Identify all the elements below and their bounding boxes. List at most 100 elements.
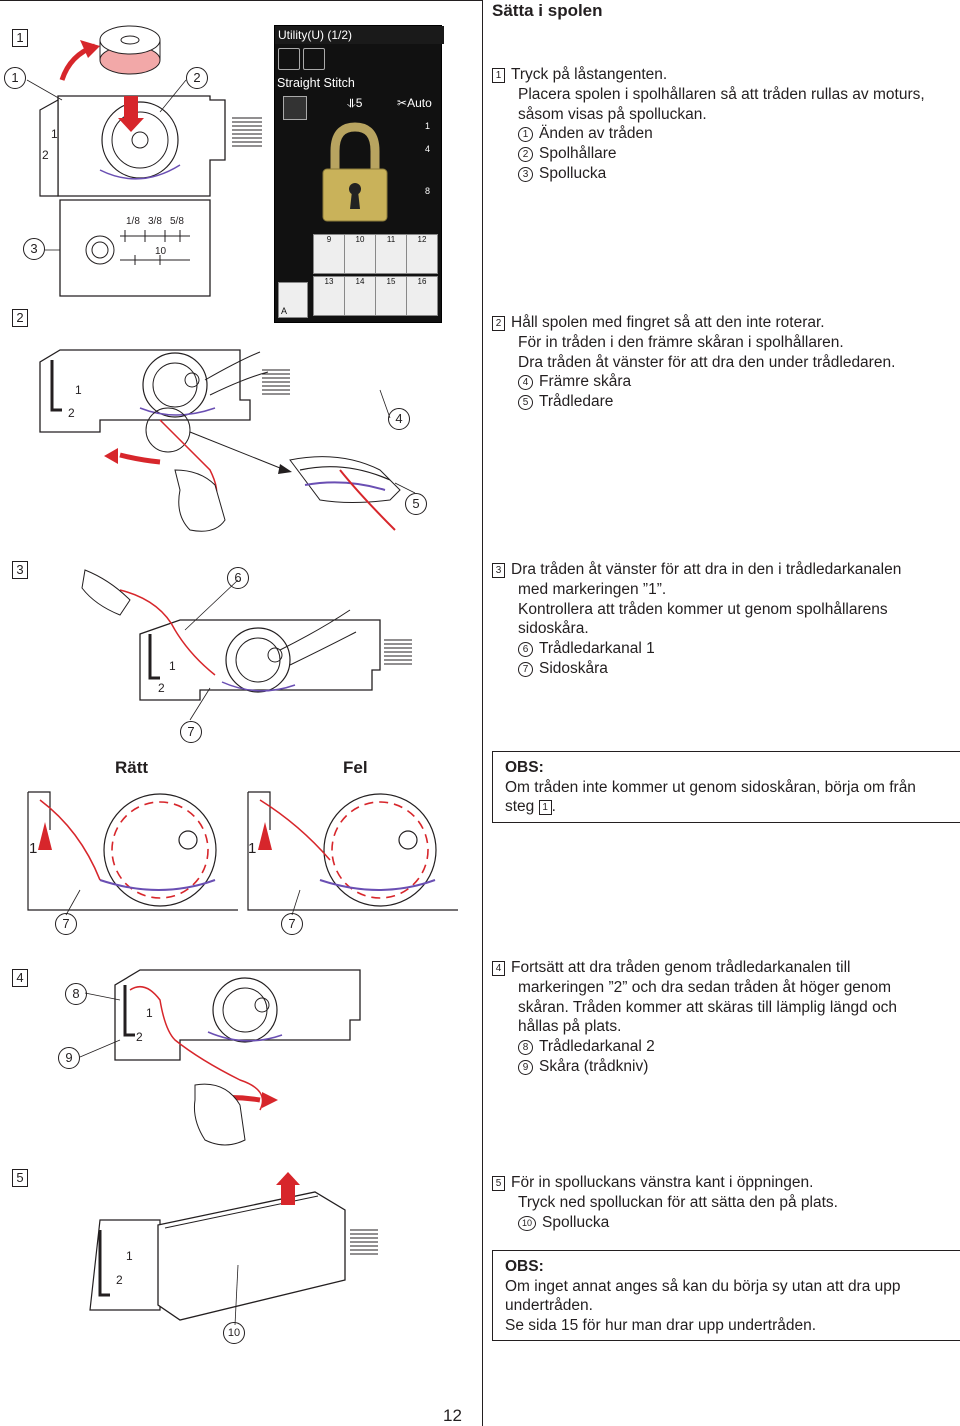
marker-1: 1 xyxy=(29,840,38,857)
note-text: Se sida 15 för hur man drar upp undertrå… xyxy=(505,1316,817,1334)
callout-number: 10 xyxy=(223,1322,245,1344)
step4-line2: markeringen ”2” och dra sedan tråden åt … xyxy=(518,978,892,996)
stitch-length-value: 5 xyxy=(355,96,363,110)
stitch-button[interactable]: 16 xyxy=(406,276,438,316)
stitch-mode-button[interactable] xyxy=(278,48,300,70)
threading-illustrations xyxy=(27,569,458,1326)
needle-mode-button[interactable] xyxy=(303,48,325,70)
stitch-button[interactable]: 12 xyxy=(406,234,438,274)
item-number: 6 xyxy=(518,642,533,658)
note-box: OBS: Om inget annat anges så kan du börj… xyxy=(492,1250,960,1341)
note-text: Om tråden inte kommer ut genom sidoskåra… xyxy=(505,778,916,796)
step4-line3: skåran. Tråden kommer att skäras till lä… xyxy=(518,998,898,1016)
step2-marker: 2 xyxy=(12,309,28,327)
step1-line2: Placera spolen i spolhållaren så att trå… xyxy=(518,85,925,103)
callout-number: 7 xyxy=(281,913,303,935)
step5-line1: För in spolluckans vänstra kant i öppnin… xyxy=(511,1174,814,1191)
marker-1: 1 xyxy=(126,1249,133,1263)
step-marker: 2 xyxy=(492,316,505,331)
stitch-icon xyxy=(283,96,307,120)
note-text: steg xyxy=(505,798,539,815)
callout-number: 6 xyxy=(227,567,249,589)
marker-1: 1 xyxy=(146,1006,153,1020)
marker-1: 1 xyxy=(75,383,82,397)
item-label: Spollucka xyxy=(542,1213,610,1231)
step5-line2: Tryck ned spolluckan för att sätta den p… xyxy=(518,1193,838,1211)
stitch-button[interactable]: 10 xyxy=(344,234,376,274)
step-marker: 3 xyxy=(492,563,505,578)
item-number: 9 xyxy=(518,1059,533,1075)
step-ref: 1 xyxy=(538,800,552,815)
step-marker: 5 xyxy=(492,1176,505,1191)
marker-1: 1 xyxy=(51,127,58,141)
stitch-button[interactable]: 11 xyxy=(375,234,407,274)
step3-line1: Dra tråden åt vänster för att dra in den… xyxy=(511,561,902,578)
marker-1: 1 xyxy=(248,840,257,857)
callout-number: 4 xyxy=(388,408,410,430)
stitch-name: Straight Stitch xyxy=(277,76,355,90)
stitch-button[interactable]: 15 xyxy=(375,276,407,316)
step4-marker: 4 xyxy=(12,969,28,987)
padlock-icon xyxy=(322,122,388,222)
stitch-button[interactable]: 14 xyxy=(344,276,376,316)
side-number: 4 xyxy=(425,144,431,154)
side-number: 1 xyxy=(425,121,431,131)
note-box: OBS: Om tråden inte kommer ut genom sido… xyxy=(492,751,960,823)
stitch-button[interactable]: 13 xyxy=(313,276,345,316)
step1-line1: Tryck på låstangenten. xyxy=(511,66,668,83)
callout-number: 7 xyxy=(55,913,77,935)
item-number: 3 xyxy=(518,166,533,182)
marker-2: 2 xyxy=(116,1273,123,1287)
step4-line4: hållas på plats. xyxy=(518,1018,622,1036)
step1-marker: 1 xyxy=(12,29,28,47)
marker-2: 2 xyxy=(136,1030,143,1044)
thread-cut-icon: ✂ xyxy=(397,96,408,110)
scale-label: 1/8 xyxy=(126,216,140,227)
note-text: . xyxy=(551,798,556,815)
item-label: Främre skåra xyxy=(539,373,632,391)
page-number: 12 xyxy=(443,1406,462,1425)
marker-2: 2 xyxy=(42,148,49,162)
item-label: Trådledarkanal 2 xyxy=(539,1038,655,1056)
item-label: Änden av tråden xyxy=(539,125,653,143)
marker-2: 2 xyxy=(68,406,75,420)
step3-text: 3 Dra tråden åt vänster för att dra in de… xyxy=(492,560,952,679)
lcd-screen: Utility(U) (1/2) Straight Stitch ⥥5 ✂Aut… xyxy=(274,25,444,323)
page-title: Sätta i spolen xyxy=(492,1,603,20)
lcd-header: Utility(U) (1/2) xyxy=(275,26,444,44)
presser-icon: ⥥ xyxy=(347,96,356,110)
callout-number: 7 xyxy=(180,721,202,743)
step1-line3: såsom visas på spolluckan. xyxy=(518,105,707,123)
wrong-label: Fel xyxy=(343,758,368,777)
callout-number: 1 xyxy=(4,67,26,89)
item-number: 1 xyxy=(518,127,533,143)
scale-label: 5/8 xyxy=(170,216,184,227)
stitch-button[interactable]: 9 xyxy=(313,234,345,274)
step2-line3: Dra tråden åt vänster för att dra den un… xyxy=(518,353,896,371)
item-number: 8 xyxy=(518,1040,533,1056)
item-number: 7 xyxy=(518,661,533,677)
correct-label: Rätt xyxy=(115,758,149,777)
step1-text: 1 Tryck på låstangenten. Placera spolen i… xyxy=(492,65,952,184)
stitch-grid: 9 10 11 12 13 14 15 16 xyxy=(313,234,438,318)
stitch-length: ⥥5 xyxy=(347,96,362,111)
presser-foot-button[interactable]: A xyxy=(278,282,308,318)
step3-line3: Kontrollera att tråden kommer ut genom s… xyxy=(518,600,888,618)
callout-number: 2 xyxy=(186,67,208,89)
note-text: undertråden. xyxy=(505,1297,593,1314)
side-number: 8 xyxy=(425,186,431,196)
step3-line2: med markeringen ”1”. xyxy=(518,580,667,598)
item-label: Trådledare xyxy=(539,393,614,411)
step5-text: 5 För in spolluckans vänstra kant i öppni… xyxy=(492,1173,952,1232)
foot-label: A xyxy=(281,306,288,316)
item-label: Trådledarkanal 1 xyxy=(539,640,655,658)
item-number: 4 xyxy=(518,375,533,391)
step-marker: 4 xyxy=(492,961,505,976)
note-heading: OBS: xyxy=(505,759,544,776)
item-label: Sidoskåra xyxy=(539,659,608,677)
marker-1: 1 xyxy=(169,659,176,673)
step3-marker: 3 xyxy=(12,561,28,579)
callout-number: 5 xyxy=(405,493,427,515)
